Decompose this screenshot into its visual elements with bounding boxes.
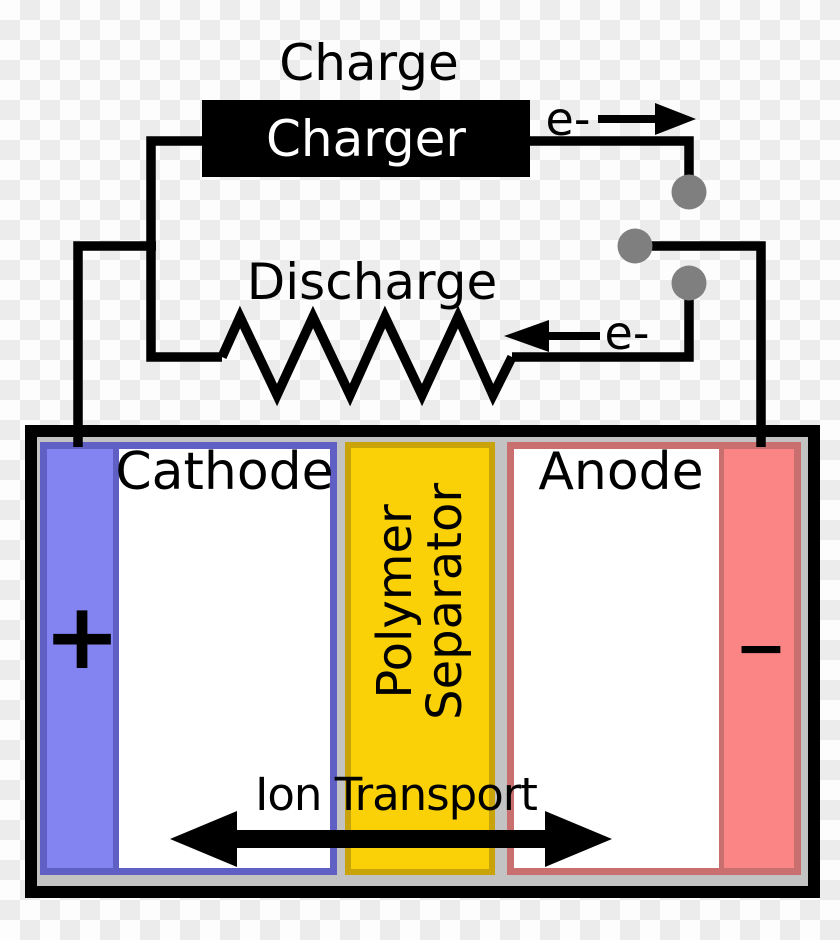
switch-contact-discharge-icon — [671, 265, 707, 301]
switch-contact-charge-icon — [671, 174, 707, 210]
anode-current-collector — [719, 449, 794, 868]
charge-electron-arrow-icon — [655, 103, 696, 135]
separator-label: Polymer Separator — [345, 442, 495, 760]
discharge-electron-arrow-icon — [504, 320, 549, 352]
ion-transport-arrow-left-icon — [170, 811, 237, 867]
wire-battery-left-terminal — [73, 241, 156, 447]
cathode-label: Cathode — [115, 442, 334, 503]
separator-label-line2: Separator — [417, 482, 474, 720]
ion-transport-arrow-right-icon — [545, 811, 612, 867]
separator-box — [345, 442, 495, 875]
wire-discharge-right — [512, 283, 694, 362]
ion-transport-label: Ion Transport — [255, 768, 538, 822]
charger-box: Charger — [202, 100, 530, 177]
switch-contact-common-icon — [617, 228, 653, 264]
resistor-icon — [217, 305, 517, 407]
cathode-compartment — [40, 442, 337, 875]
separator-label-line1: Polymer — [366, 503, 423, 699]
wire-battery-right-terminal — [635, 241, 766, 447]
discharge-electron-label: e- — [604, 305, 650, 360]
charge-electron-label: e- — [545, 91, 591, 146]
discharge-label: Discharge — [246, 252, 498, 311]
anode-label: Anode — [538, 442, 704, 503]
wire-charger-right — [530, 136, 694, 192]
wire-charger-left — [146, 136, 222, 362]
plus-symbol: + — [43, 583, 121, 691]
minus-symbol: − — [735, 610, 787, 684]
charger-label: Charger — [266, 109, 466, 168]
charge-label: Charge — [279, 33, 459, 92]
anode-compartment — [507, 442, 801, 875]
cathode-current-collector — [47, 449, 119, 868]
